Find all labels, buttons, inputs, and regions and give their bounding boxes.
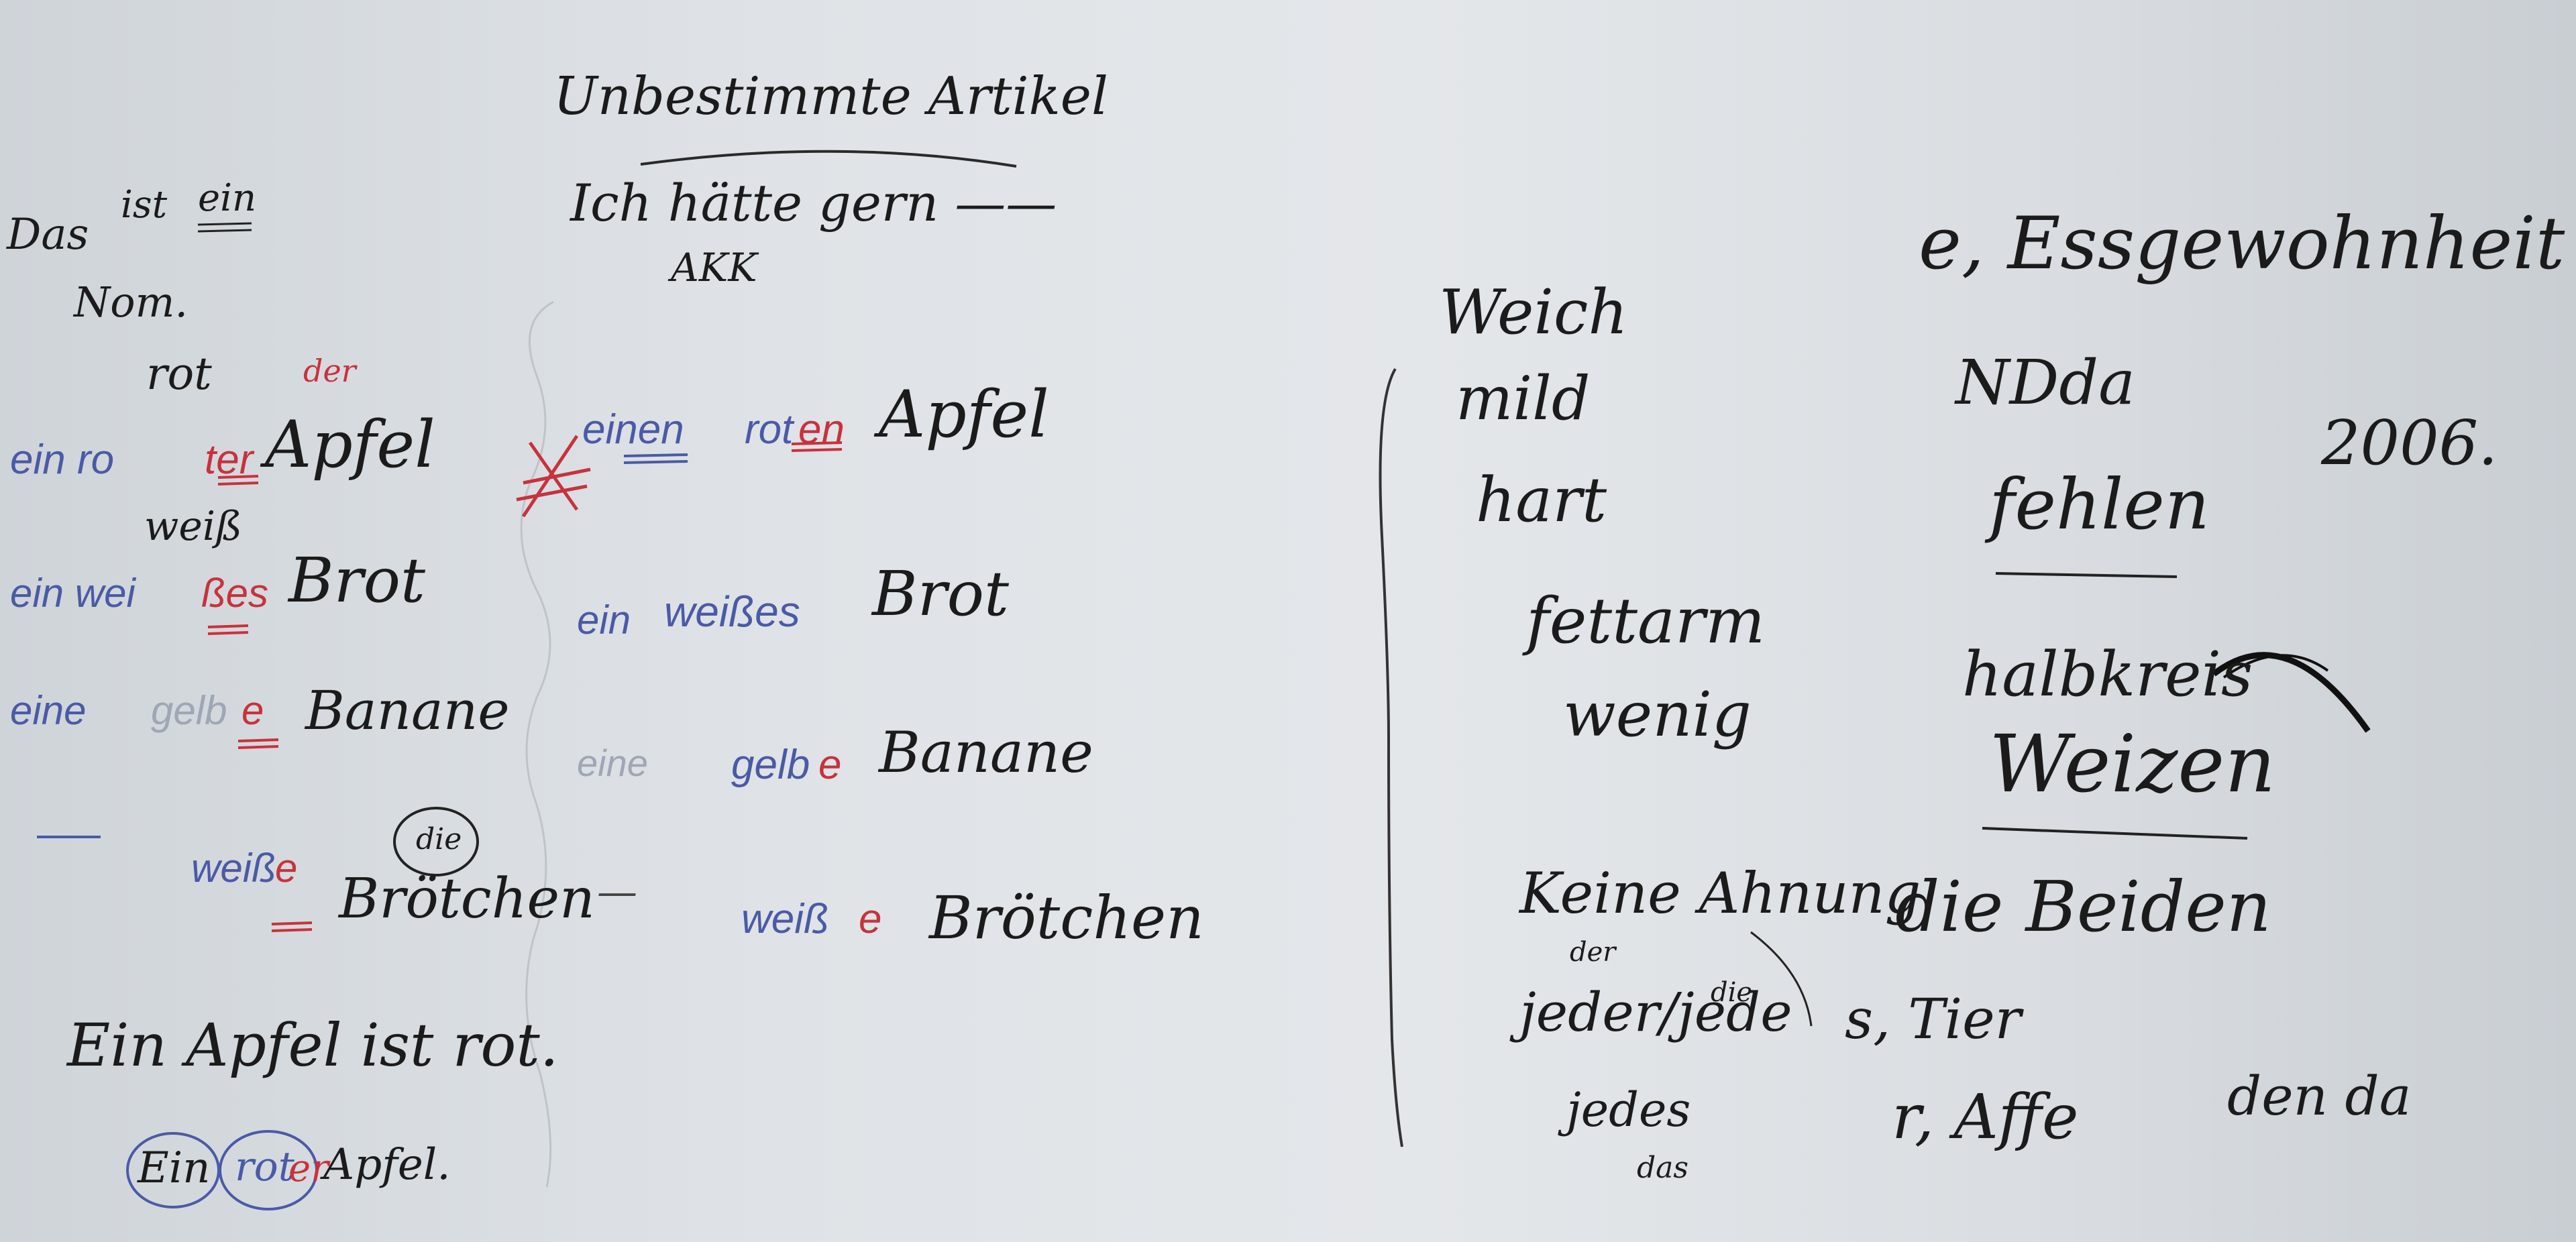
- essgewohnheit: e, Essgewohnheit: [1919, 202, 2565, 286]
- weiss-1: weiß: [191, 846, 276, 891]
- ein-roter-apfel-ein: Ein: [138, 1143, 211, 1193]
- das-text: Das: [7, 210, 89, 260]
- en-ending: en: [798, 406, 845, 453]
- weich-text: Weich: [1439, 276, 1628, 348]
- brot-1: Brot: [288, 545, 425, 616]
- ein-text: ein: [198, 176, 257, 220]
- eine-2: eine: [577, 742, 648, 784]
- fettarm-text: fettarm: [1526, 585, 1766, 658]
- apfel-1: Apfel: [265, 407, 435, 482]
- jedes-text: jedes: [1566, 1082, 1691, 1137]
- gelbe-ending-2: e: [818, 742, 842, 788]
- dash-2: —: [597, 868, 637, 915]
- ein-2: ein: [577, 598, 631, 642]
- nom-text: Nom.: [74, 278, 189, 327]
- die-small: die: [1711, 977, 1753, 1008]
- akk-label: AKK: [671, 245, 757, 290]
- r-affe: r, Affe: [1892, 1081, 2079, 1153]
- weisse-ending-1: e: [275, 846, 298, 891]
- gelb-2: gelb: [731, 742, 810, 788]
- sses-ending: ßes: [201, 571, 269, 616]
- ein-roter-apfel-rot: rot: [235, 1143, 294, 1190]
- broetchen-1: Brötchen: [339, 867, 595, 931]
- mild-text: mild: [1456, 363, 1591, 434]
- der-annotation: der: [303, 353, 356, 389]
- halbkreis-text: halbkreis: [1962, 638, 2253, 710]
- weisses-2: weißes: [664, 587, 800, 636]
- hart-text: hart: [1476, 464, 1607, 536]
- eine-1: eine: [10, 688, 87, 733]
- apfel-2: Apfel: [879, 377, 1049, 452]
- ich-haette-gern: Ich hätte gern ——: [570, 173, 1057, 233]
- der-small: der: [1570, 937, 1616, 968]
- den-da: den da: [2227, 1065, 2412, 1127]
- weizen-text: Weizen: [1989, 718, 2276, 810]
- ist-text: ist: [121, 183, 168, 227]
- fehlen-text: fehlen: [1989, 463, 2210, 545]
- die-circled: die: [416, 822, 462, 856]
- banane-1: Banane: [305, 679, 510, 742]
- die-beiden: die Beiden: [1895, 866, 2271, 948]
- year-2006: 2006.: [2321, 407, 2498, 479]
- weiss-2: weiß: [741, 896, 829, 942]
- gelb-1: gelb: [151, 688, 227, 733]
- ter-ending: ter: [205, 437, 254, 483]
- wenig-text: wenig: [1563, 679, 1752, 750]
- rot-2: rot: [745, 406, 794, 453]
- broetchen-2: Brötchen: [929, 883, 1204, 952]
- ein-wei-text: ein wei: [10, 571, 136, 616]
- ein-roter-apfel-apfel: Apfel.: [323, 1140, 451, 1190]
- gelbe-ending-1: e: [241, 688, 264, 733]
- jeder-jede: jeder/jede: [1519, 981, 1792, 1043]
- ein-roter-apfel-er: er: [288, 1147, 329, 1190]
- einen-text: einen: [582, 406, 684, 453]
- nda-text: NDda: [1955, 347, 2136, 418]
- rot-text: rot: [146, 348, 212, 400]
- ein-apfel-ist-rot: Ein Apfel ist rot.: [67, 1011, 559, 1080]
- heading-unbestimmte-artikel: Unbestimmte Artikel: [553, 66, 1108, 127]
- s-tier: s, Tier: [1845, 988, 2021, 1052]
- weiss-text: weiß: [144, 503, 243, 550]
- das-small: das: [1637, 1151, 1688, 1185]
- keine-ahnung: Keine Ahnung: [1519, 860, 1921, 926]
- brot-2: Brot: [872, 558, 1009, 630]
- ein-ro-text: ein ro: [10, 437, 115, 483]
- weisse-ending-2: e: [859, 896, 882, 942]
- banane-2: Banane: [879, 720, 1093, 785]
